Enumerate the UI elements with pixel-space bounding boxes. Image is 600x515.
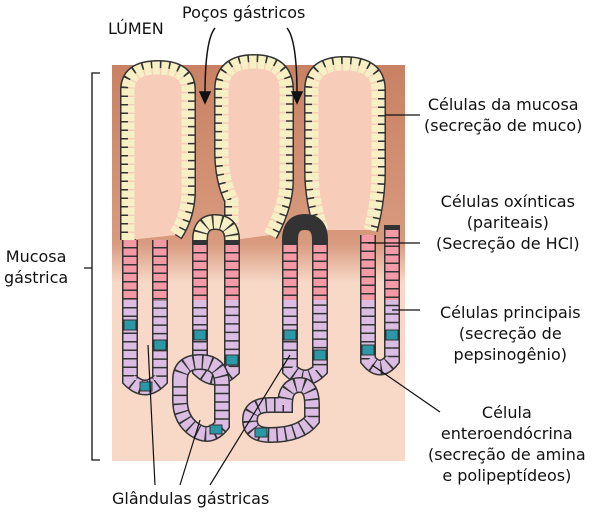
label-line: Células da mucosa	[427, 95, 579, 114]
label-line: e polipeptídeos)	[442, 466, 572, 485]
label-line: (secreção de	[458, 324, 562, 343]
label-line: enteroendócrina	[440, 424, 573, 443]
label-gastric-pits: Poços gástricos	[182, 3, 306, 22]
label-line: (pariteais)	[466, 213, 549, 232]
label-line: Célula	[481, 403, 532, 422]
label-chief-cells: Células principais (secreção de pepsinog…	[440, 302, 581, 365]
gland	[360, 225, 400, 376]
gland-cross-section	[241, 376, 320, 444]
label-line: Células principais	[440, 303, 581, 322]
label-gastric-glands: Glândulas gástricas	[112, 489, 270, 508]
label-oxyntic-cells: Células oxínticas (pariteais) (Secreção …	[436, 191, 580, 254]
label-line: (secreção de muco)	[424, 116, 583, 135]
label-gastric-mucosa: Mucosa gástrica	[4, 246, 68, 288]
label-mucous-cells: Células da mucosa (secreção de muco)	[424, 94, 582, 136]
label-line: pepsinogênio)	[453, 345, 568, 364]
mucosa-bracket	[84, 72, 100, 461]
leader-lines	[147, 114, 441, 486]
label-line: (secreção de amina	[428, 445, 586, 464]
label-line: Mucosa	[5, 247, 67, 266]
label-lumen: LÚMEN	[108, 19, 164, 38]
label-line: (Secreção de HCl)	[436, 234, 580, 253]
label-enteroendocrine-cell: Célula enteroendócrina (secreção de amin…	[428, 402, 586, 486]
enteroendocrine-cells	[123, 319, 399, 438]
mucous-ridges	[120, 54, 386, 240]
label-line: Células oxínticas	[440, 192, 575, 211]
pit-arrows	[198, 27, 304, 105]
label-line: gástrica	[4, 268, 69, 287]
